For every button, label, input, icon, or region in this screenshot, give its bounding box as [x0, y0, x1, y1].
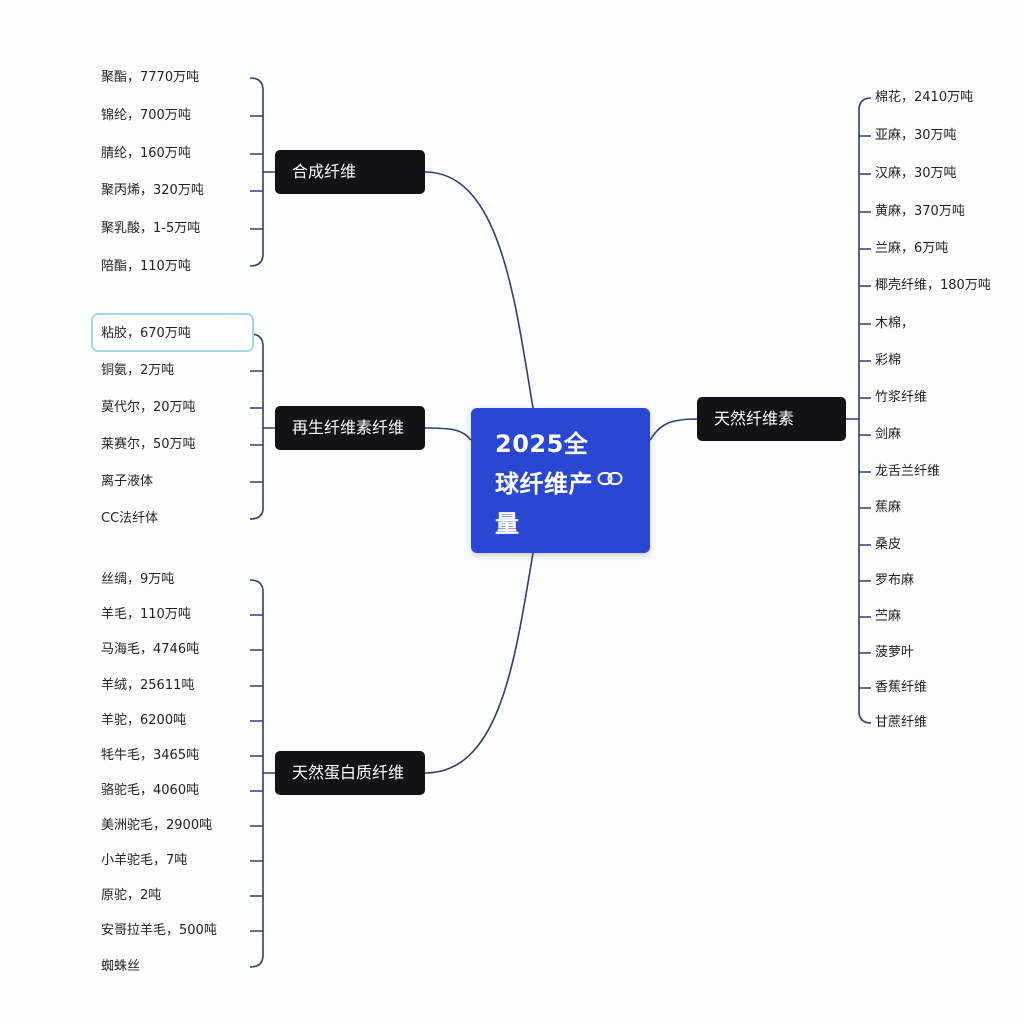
leaf-item[interactable]: 棉花，2410万吨 — [875, 90, 974, 105]
leaf-item[interactable]: 彩棉 — [875, 353, 902, 368]
leaf-item[interactable]: CC法纤体 — [101, 511, 159, 526]
connector-cellulose — [649, 418, 698, 441]
leaf-item[interactable]: 离子液体 — [101, 474, 154, 489]
leaf-item[interactable]: 甘蔗纤维 — [875, 715, 928, 730]
leaf-item[interactable]: 桑皮 — [875, 537, 902, 552]
leaf-item[interactable]: 美洲驼毛，2900吨 — [101, 818, 213, 833]
leaf-item[interactable]: 黄麻，370万吨 — [875, 204, 965, 219]
leaf-item[interactable]: 木棉， — [875, 316, 915, 331]
leaf-item[interactable]: 苎麻 — [875, 609, 902, 624]
bracket-cellulose — [858, 97, 872, 724]
leaf-item[interactable]: 安哥拉羊毛，500吨 — [101, 923, 217, 938]
bracket-synthetic — [249, 77, 264, 267]
leaf-item[interactable]: 铜氨，2万吨 — [101, 363, 175, 378]
connector-protein — [424, 552, 534, 774]
link-icon[interactable] — [597, 470, 625, 488]
leaf-item[interactable]: 羊毛，110万吨 — [101, 607, 191, 622]
branch-synthetic-fiber[interactable]: 合成纤维 — [275, 150, 425, 194]
leaf-item[interactable]: 聚丙烯，320万吨 — [101, 183, 204, 198]
leaf-item-selected[interactable]: 粘胶，670万吨 — [101, 326, 191, 341]
leaf-item[interactable]: 蜘蛛丝 — [101, 959, 141, 974]
leaf-item[interactable]: 聚乳酸，1-5万吨 — [101, 221, 201, 236]
leaf-item[interactable]: 竹浆纤维 — [875, 390, 928, 405]
leaf-item[interactable]: 剑麻 — [875, 427, 902, 442]
leaf-item[interactable]: 陪酯，110万吨 — [101, 259, 191, 274]
leaf-item[interactable]: 菠萝叶 — [875, 645, 915, 660]
leaf-item[interactable]: 莱赛尔，50万吨 — [101, 437, 196, 452]
leaf-item[interactable]: 羊驼，6200吨 — [101, 713, 187, 728]
leaf-item[interactable]: 香蕉纤维 — [875, 680, 928, 695]
leaf-item[interactable]: 莫代尔，20万吨 — [101, 400, 196, 415]
leaf-item[interactable]: 小羊驼毛，7吨 — [101, 853, 188, 868]
branch-regenerated-cellulose-fiber[interactable]: 再生纤维素纤维 — [275, 406, 425, 450]
central-topic-node[interactable]: 2025全球纤维产量 — [471, 408, 650, 553]
leaf-item[interactable]: 罗布麻 — [875, 573, 915, 588]
leaf-item[interactable]: 丝绸，9万吨 — [101, 572, 175, 587]
leaf-item[interactable]: 聚酯，7770万吨 — [101, 70, 200, 85]
connector-synthetic — [424, 171, 534, 409]
leaf-item[interactable]: 汉麻，30万吨 — [875, 166, 957, 181]
central-topic-title: 2025全球纤维产量 — [495, 430, 593, 538]
leaf-item[interactable]: 锦纶，700万吨 — [101, 108, 191, 123]
leaf-item[interactable]: 原驼，2吨 — [101, 888, 162, 903]
connector-regenerated — [424, 427, 472, 441]
bracket-regenerated — [249, 333, 264, 520]
branch-natural-protein-fiber[interactable]: 天然蛋白质纤维 — [275, 751, 425, 795]
leaf-item[interactable]: 腈纶，160万吨 — [101, 146, 191, 161]
leaf-item[interactable]: 牦牛毛，3465吨 — [101, 748, 200, 763]
leaf-item[interactable]: 椰壳纤维，180万吨 — [875, 278, 991, 293]
leaf-item[interactable]: 马海毛，4746吨 — [101, 642, 200, 657]
leaf-item[interactable]: 亚麻，30万吨 — [875, 128, 957, 143]
leaf-item[interactable]: 羊绒，25611吨 — [101, 678, 195, 693]
bracket-protein — [249, 579, 264, 968]
leaf-item[interactable]: 骆驼毛，4060吨 — [101, 783, 200, 798]
leaf-item[interactable]: 兰麻，6万吨 — [875, 241, 949, 256]
branch-natural-cellulose[interactable]: 天然纤维素 — [697, 397, 846, 441]
selected-leaf-outline — [91, 313, 254, 352]
leaf-item[interactable]: 蕉麻 — [875, 500, 902, 515]
leaf-item[interactable]: 龙舌兰纤维 — [875, 464, 941, 479]
